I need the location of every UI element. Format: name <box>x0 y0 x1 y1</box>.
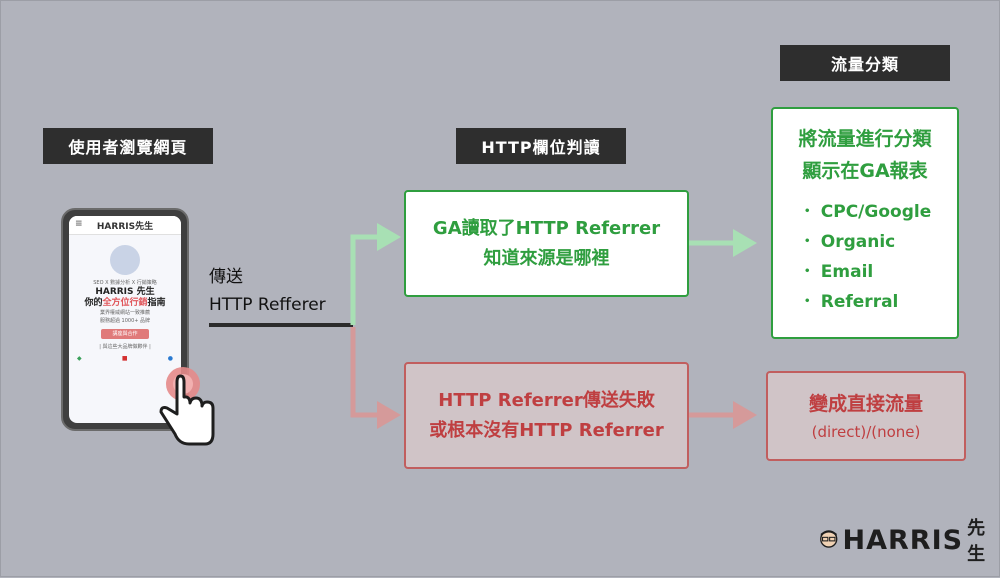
partner-logo-icon: ■ <box>121 355 128 362</box>
menu-icon: ≡ <box>75 219 83 229</box>
success-line-2: 知道來源是哪裡 <box>483 247 610 269</box>
send-line-1: 傳送 <box>209 267 243 287</box>
phone-mockup: ≡ HARRIS先生 SEO X 數據分析 X 行銷策略 HARRIS 先生 你… <box>61 208 189 431</box>
success-line-1: GA讀取了HTTP Referrer <box>432 217 661 239</box>
arrow-to-fail <box>377 401 401 429</box>
branch-success-line <box>350 234 379 325</box>
phone-desc-1: 業界權威網站一致推薦 <box>99 310 150 316</box>
globe-icon <box>110 245 140 275</box>
list-item: ・Organic <box>798 232 896 252</box>
avatar-icon <box>820 530 838 548</box>
classify-line-1: 將流量進行分類 <box>798 128 932 150</box>
success-box: GA讀取了HTTP Referrer 知道來源是哪裡 <box>404 190 689 297</box>
fail-line-2: 或根本沒有HTTP Referrer <box>429 419 664 441</box>
label-http-field: HTTP欄位判讀 <box>456 128 626 164</box>
phone-header: ≡ HARRIS先生 <box>69 216 181 235</box>
tap-hand-icon <box>159 367 215 446</box>
phone-tagline: SEO X 數據分析 X 行銷策略 <box>93 280 157 286</box>
phone-desc-2: 服務超過 1000+ 品牌 <box>99 318 151 324</box>
phone-logo: HARRIS先生 <box>96 221 154 232</box>
brand-name: HARRIS <box>842 524 964 556</box>
phone-partners: | 與這些大品牌做夥伴 | <box>99 344 151 350</box>
list-item: ・CPC/Google <box>798 202 932 222</box>
traffic-type-list: ・CPC/Google ・Organic ・Email ・Referral <box>799 197 931 317</box>
list-item: ・Email <box>798 262 874 282</box>
direct-box: 變成直接流量 (direct)/(none) <box>766 371 966 461</box>
classify-line-2: 顯示在GA報表 <box>802 160 928 182</box>
label-traffic-class: 流量分類 <box>780 45 950 81</box>
arrow-to-classify <box>733 229 757 257</box>
branch-fail-line <box>350 327 379 418</box>
fail-line-1: HTTP Referrer傳送失敗 <box>438 389 655 411</box>
fail-box: HTTP Referrer傳送失敗 或根本沒有HTTP Referrer <box>404 362 689 469</box>
arrow-to-direct <box>733 401 757 429</box>
brand-suffix: 先生 <box>967 518 986 565</box>
label-user-browse: 使用者瀏覽網頁 <box>43 128 213 164</box>
partner-logo-icon: ◆ <box>77 355 82 362</box>
phone-title-2: 你的全方位行銷指南 <box>84 298 166 308</box>
brand-logo: HARRIS 先生 <box>819 514 999 566</box>
phone-cta-button: 講座與合作 <box>101 329 149 339</box>
phone-title-1: HARRIS 先生 <box>95 287 155 297</box>
partner-logos: ◆ ■ ● <box>69 351 181 366</box>
list-item: ・Referral <box>798 292 899 312</box>
arrow-to-success <box>377 223 401 251</box>
direct-line-1: 變成直接流量 <box>808 393 923 415</box>
classify-box: 將流量進行分類 顯示在GA報表 ・CPC/Google ・Organic ・Em… <box>771 107 959 339</box>
send-caption: 傳送 HTTP Refferer <box>209 263 326 319</box>
partner-logo-icon: ● <box>167 355 173 362</box>
direct-line-2: (direct)/(none) <box>811 423 921 441</box>
send-line-2: HTTP Refferer <box>209 295 326 315</box>
phone-screen: ≡ HARRIS先生 SEO X 數據分析 X 行銷策略 HARRIS 先生 你… <box>69 216 181 423</box>
